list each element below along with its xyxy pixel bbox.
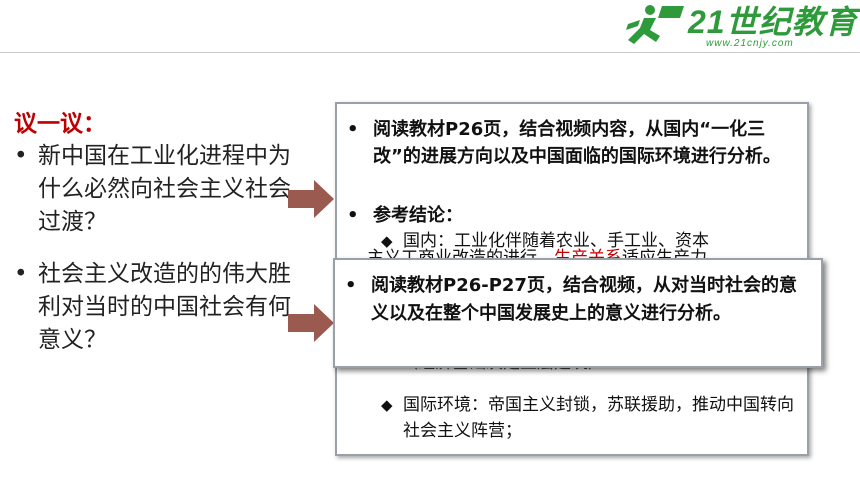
sub-text: 适应生产力: [622, 248, 707, 258]
diamond-bullet-icon: ◆: [381, 396, 393, 414]
item-text: 参考结论：: [373, 205, 463, 226]
discuss-title: 议一议：: [14, 111, 106, 137]
item-text: 阅读教材P26页，结合视频内容，从国内“一化三改”的进展方向以及中国面临的国际环…: [373, 119, 781, 167]
bullet: •: [347, 205, 359, 226]
question-text: 社会主义改造的的伟大胜利对当时的中国社会有何意义？: [38, 261, 291, 353]
header-divider: [0, 52, 860, 53]
logo-url: www.21cnjy.com: [706, 38, 794, 49]
sub-text: 主义工商业改造的进行，: [367, 248, 554, 258]
right-arrow-icon: [288, 304, 334, 342]
bullet: •: [14, 143, 28, 169]
box1-item-1: • 阅读教材P26页，结合视频内容，从国内“一化三改”的进展方向以及中国面临的国…: [347, 116, 802, 170]
box1-item-2: • 参考结论：: [347, 202, 802, 229]
box1-sub-3: ◆ 国际环境：帝国主义封锁，苏联援助，推动中国转向社会主义阵营；: [381, 392, 801, 444]
bullet: •: [14, 261, 28, 287]
partially-hidden-line: 主义工商业改造的进行，生产关系适应生产力: [337, 244, 803, 258]
bullet: •: [347, 119, 359, 140]
diamond-bullet-icon: ◆: [381, 232, 393, 250]
sub-text-red: 生产关系: [554, 248, 622, 258]
box2-item: • 阅读教材P26-P27页，结合视频，从对当时社会的意义以及在整个中国发展史上…: [345, 272, 813, 328]
question-2: • 社会主义改造的的伟大胜利对当时的中国社会有何意义？: [14, 258, 294, 357]
sub-text: 国际环境：帝国主义封锁，苏联援助，推动中国转向社会主义阵营；: [403, 395, 794, 441]
item-text: 阅读教材P26-P27页，结合视频，从对当时社会的意义以及在整个中国发展史上的意…: [371, 275, 797, 324]
bullet: •: [345, 275, 357, 296]
question-1: • 新中国在工业化进程中为什么必然向社会主义社会过渡？: [14, 140, 294, 239]
logo-brand: 21世纪教育: [688, 4, 858, 40]
right-arrow-icon: [288, 180, 334, 218]
sub-text: 国内：工业化伴随着农业、手工业、资本: [403, 231, 709, 251]
analysis-box-2: • 阅读教材P26-P27页，结合视频，从对当时社会的意义以及在整个中国发展史上…: [333, 258, 823, 368]
logo-runner-icon: [626, 5, 684, 44]
box1-sub-1: ◆ 国内：工业化伴随着农业、手工业、资本: [381, 228, 801, 254]
question-text: 新中国在工业化进程中为什么必然向社会主义社会过渡？: [38, 143, 291, 235]
